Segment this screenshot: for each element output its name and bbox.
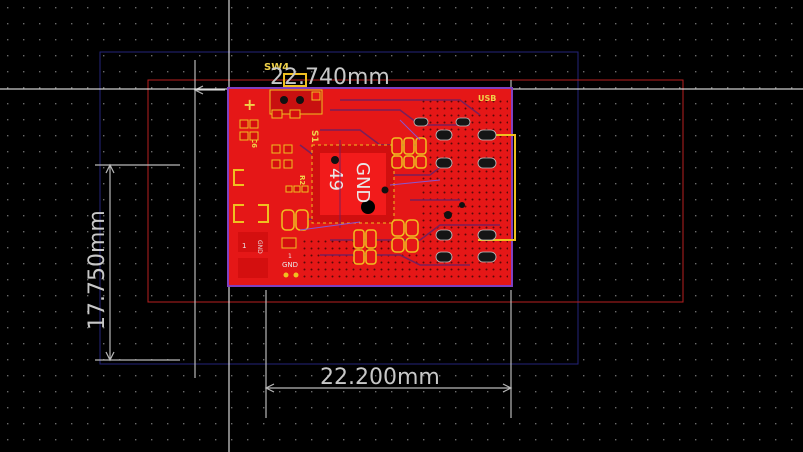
gnd-pad-1[interactable]: GND 1 (238, 232, 268, 254)
pcb-board[interactable]: GND 49 SW4 22.740mm + S1 C6 R2 USB (227, 62, 516, 287)
ic-pad-number: 49 (325, 168, 346, 191)
bottom-dimension-label: 22.200mm (320, 365, 440, 390)
capacitor-c-mid[interactable] (353, 229, 377, 265)
dimension-lines (95, 60, 513, 418)
capacitor-c-right-bottom[interactable] (391, 219, 419, 253)
capacitor-c-right-top[interactable] (391, 137, 427, 169)
plus-symbol: + (243, 95, 256, 114)
gnd-pad-1-label: GND (256, 240, 263, 254)
gnd-pad-1-number: 1 (242, 242, 246, 250)
corner-usb-label: USB (478, 94, 496, 103)
height-dimension-label: 17.750mm (85, 210, 110, 330)
keepout-outline-blue (99, 51, 579, 365)
gnd-small-label: GND (282, 261, 298, 269)
silk-label-s1: S1 (309, 130, 319, 143)
gnd-test-point-number: 1 (288, 253, 292, 260)
usb-connector[interactable] (413, 117, 516, 263)
gnd-pad-2[interactable] (238, 258, 268, 278)
yellow-dot-markers (283, 272, 299, 278)
silk-label-r2: R2 (298, 175, 306, 185)
left-passives[interactable] (239, 109, 309, 193)
ratsnest-lines (299, 119, 441, 231)
main-ic-qfn[interactable]: GND 49 (311, 140, 395, 228)
gnd-test-point[interactable]: 1 GND (281, 237, 298, 269)
ic-center-pad (361, 200, 375, 214)
silk-label-c6: C6 (250, 138, 258, 148)
keepout-outline-red (147, 79, 684, 303)
board-outline (227, 87, 513, 287)
ic-net-label: GND (352, 162, 373, 203)
board-via-field (420, 100, 508, 280)
capacitor-c-left[interactable] (281, 209, 309, 231)
switch-designator: SW4 (264, 62, 289, 73)
width-dimension-label: 22.740mm (270, 65, 390, 90)
silk-outline-left (233, 169, 269, 223)
